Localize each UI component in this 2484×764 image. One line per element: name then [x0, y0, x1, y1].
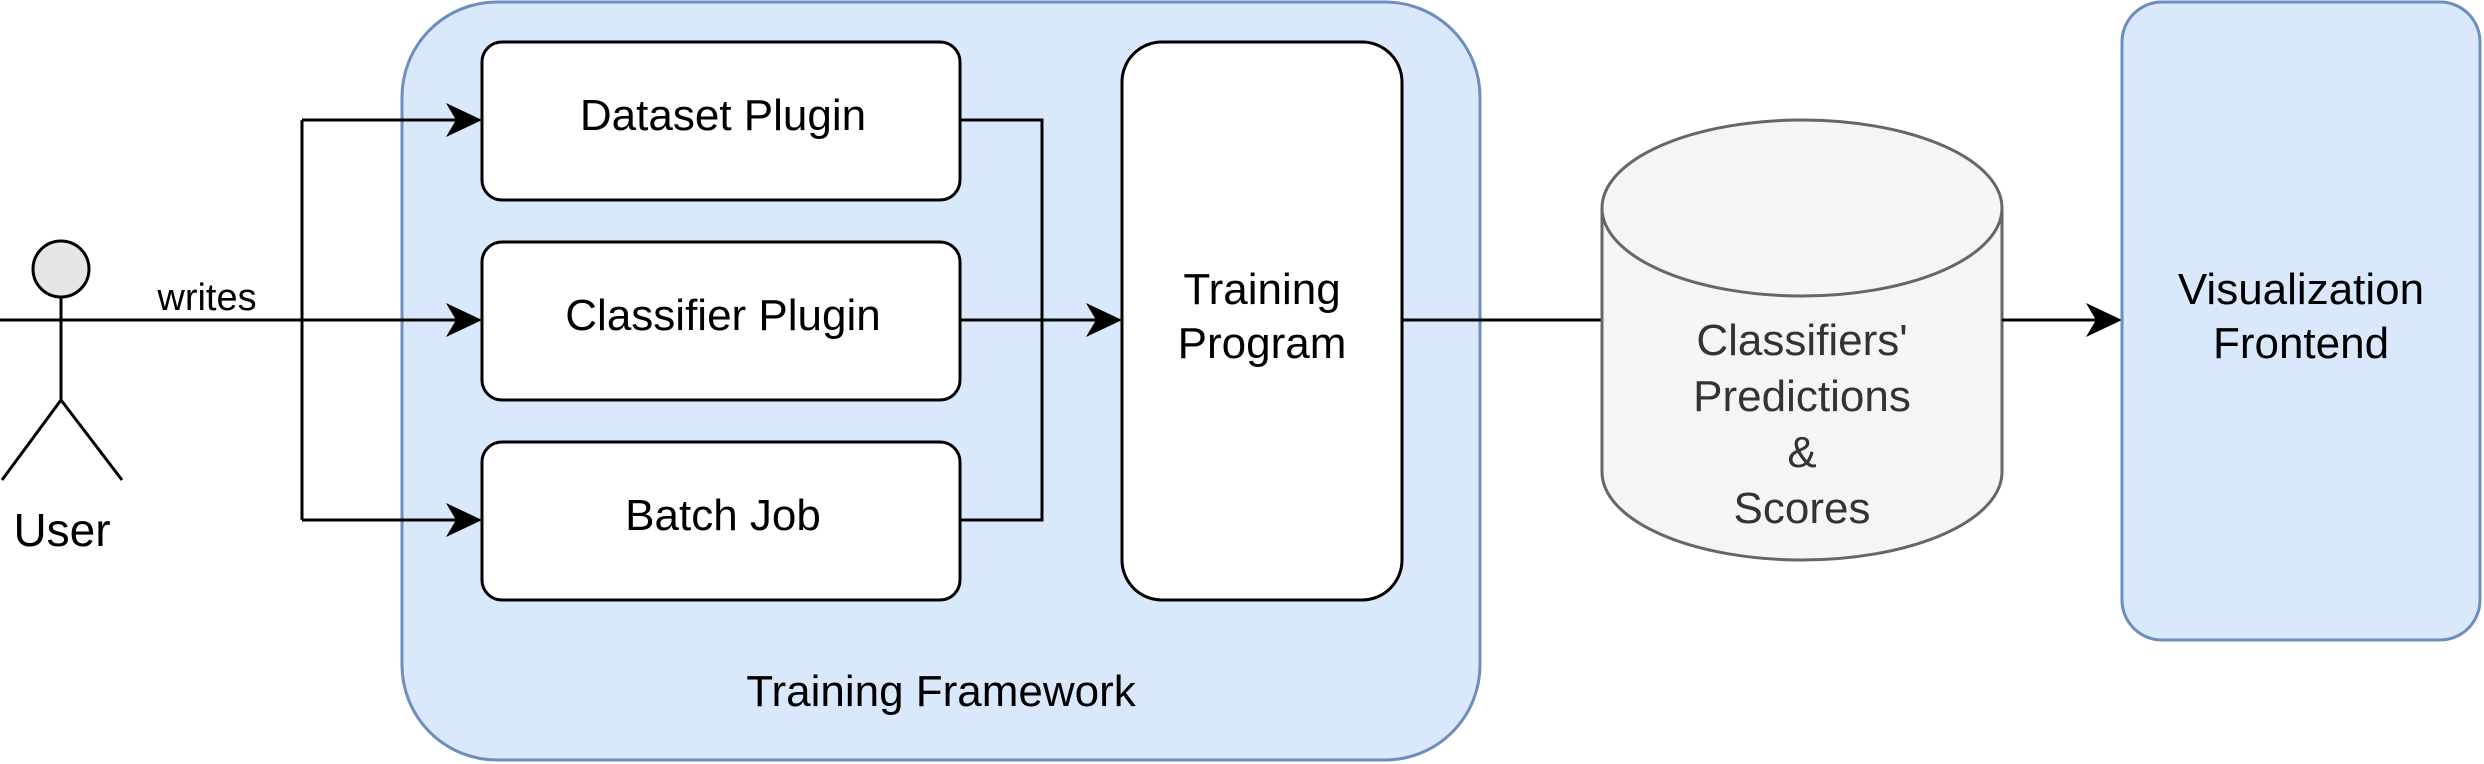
visualization-frontend-label-line1: Visualization: [2178, 265, 2424, 314]
dataset-plugin-label: Dataset Plugin: [580, 91, 866, 140]
user-label: User: [13, 504, 110, 556]
writes-edge-label: writes: [156, 277, 256, 319]
visualization-frontend-box[interactable]: [2120, 0, 2482, 642]
store-label-line1: Classifiers': [1696, 316, 1907, 365]
frontend-arrowhead: [2086, 303, 2122, 337]
program-arrowhead: [1086, 303, 1122, 337]
classifier-plugin-label: Classifier Plugin: [565, 291, 880, 340]
training-program-label-line1: Training: [1183, 265, 1340, 314]
visualization-frontend-label-line2: Frontend: [2213, 319, 2389, 368]
predictions-store-cylinder: [1600, 118, 2004, 562]
user-to-plugins-arrowheads: [446, 103, 482, 537]
user-to-plugins-connectors: [122, 118, 462, 522]
plugins-to-program-connectors: [960, 118, 1102, 522]
store-label-line2: Predictions: [1693, 372, 1911, 421]
store-label-line3: &: [1787, 428, 1816, 477]
training-program-label-line2: Program: [1178, 319, 1347, 368]
batch-job-label: Batch Job: [625, 491, 821, 540]
training-framework-title: Training Framework: [746, 667, 1137, 716]
user-actor-icon: [0, 239, 124, 481]
store-label-line4: Scores: [1734, 484, 1871, 533]
